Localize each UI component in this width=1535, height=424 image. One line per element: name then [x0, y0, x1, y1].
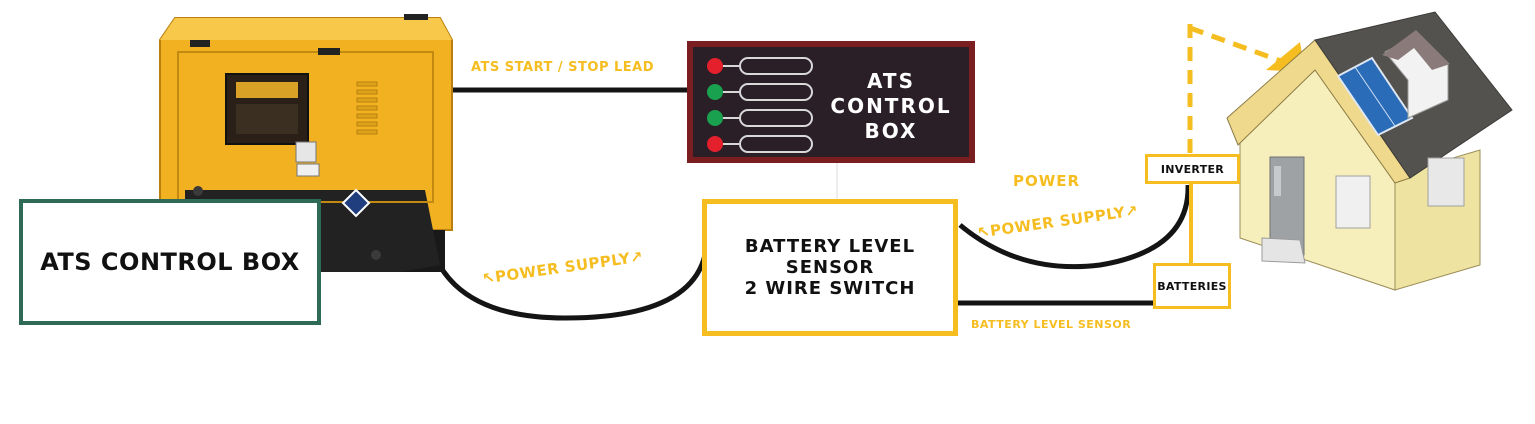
- indicator-connector: [723, 91, 739, 93]
- indicator-light-icon: [707, 136, 723, 152]
- indicator-connector: [723, 143, 739, 145]
- indicator-slot: [739, 57, 813, 75]
- indicator-slot: [739, 135, 813, 153]
- battery-level-sensor-box: BATTERY LEVEL SENSOR 2 WIRE SWITCH: [702, 199, 958, 336]
- ats-indicator-row: [707, 56, 813, 76]
- ats-indicator-row: [707, 82, 813, 102]
- ats-indicator-row: [707, 108, 813, 128]
- power-label: POWER: [1013, 172, 1081, 190]
- indicator-slot: [739, 83, 813, 101]
- battery-level-sensor-title: BATTERY LEVEL SENSOR 2 WIRE SWITCH: [744, 236, 916, 299]
- power-supply-right-cable: [958, 184, 1191, 270]
- battery-level-sensor-label: BATTERY LEVEL SENSOR: [971, 318, 1132, 331]
- indicator-light-icon: [707, 84, 723, 100]
- indicator-connector: [723, 117, 739, 119]
- inverter-box: INVERTER: [1145, 154, 1240, 184]
- indicator-slot: [739, 109, 813, 127]
- ats-control-box-title: ATS CONTROL BOX: [830, 69, 952, 143]
- inverter-label: INVERTER: [1160, 162, 1225, 176]
- batteries-box: BATTERIES: [1153, 263, 1231, 309]
- start-stop-lead-label: ATS START / STOP LEAD: [471, 60, 655, 75]
- legend-label: ATS CONTROL BOX: [40, 248, 300, 276]
- batteries-label: BATTERIES: [1157, 279, 1227, 293]
- legend-ats-control-box: ATS CONTROL BOX: [19, 199, 321, 325]
- indicator-connector: [723, 65, 739, 67]
- ats-control-box: ATS CONTROL BOX: [687, 41, 975, 163]
- power-supply-left-cable: [421, 184, 708, 321]
- house-icon: [1226, 11, 1513, 291]
- ats-indicator-row: [707, 134, 813, 154]
- indicator-light-icon: [707, 110, 723, 126]
- indicator-light-icon: [707, 58, 723, 74]
